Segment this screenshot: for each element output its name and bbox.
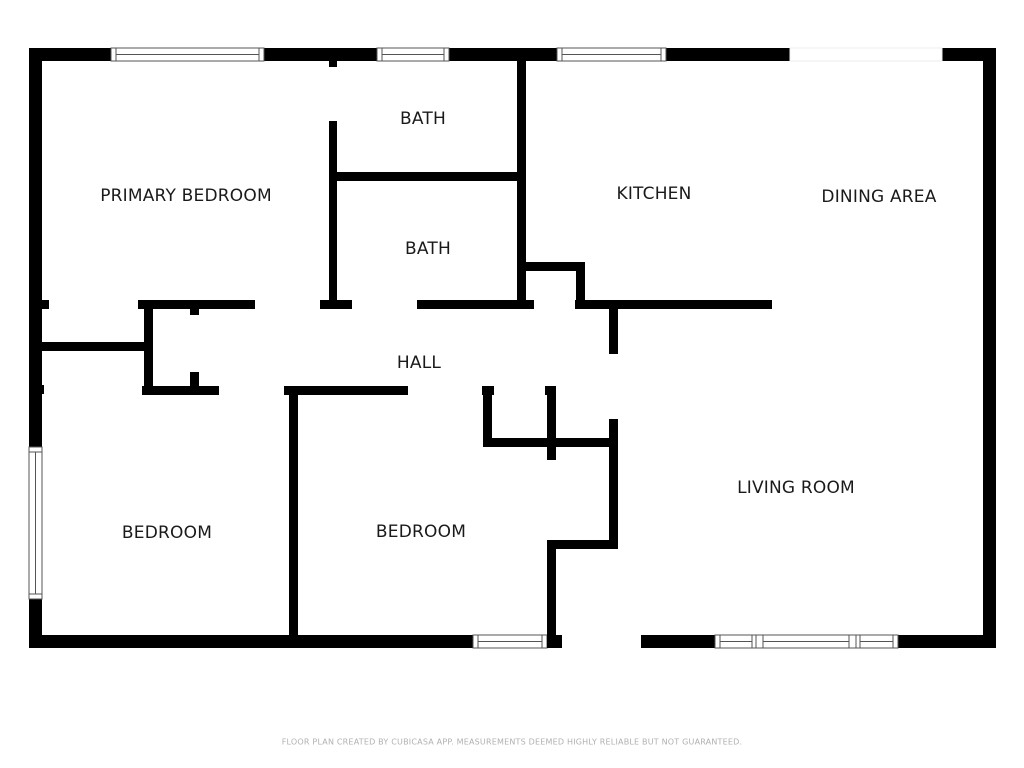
room-label-dining-area: DINING AREA — [821, 187, 937, 207]
exterior-walls — [29, 48, 996, 648]
room-label-primary-bedroom: PRIMARY BEDROOM — [100, 186, 272, 206]
room-label-bath-2: BATH — [405, 239, 451, 259]
room-label-bedroom-1: BEDROOM — [121, 523, 213, 543]
windows — [28, 47, 943, 649]
footer-disclaimer: FLOOR PLAN CREATED BY CUBICASA APP. MEAS… — [281, 737, 743, 747]
room-label-bedroom-2: BEDROOM — [375, 522, 467, 542]
room-label-hall: HALL — [396, 353, 442, 373]
room-label-bath-1: BATH — [400, 109, 446, 129]
interior-walls — [42, 61, 772, 648]
room-label-kitchen: KITCHEN — [616, 184, 692, 204]
room-label-living-room: LIVING ROOM — [737, 478, 855, 498]
